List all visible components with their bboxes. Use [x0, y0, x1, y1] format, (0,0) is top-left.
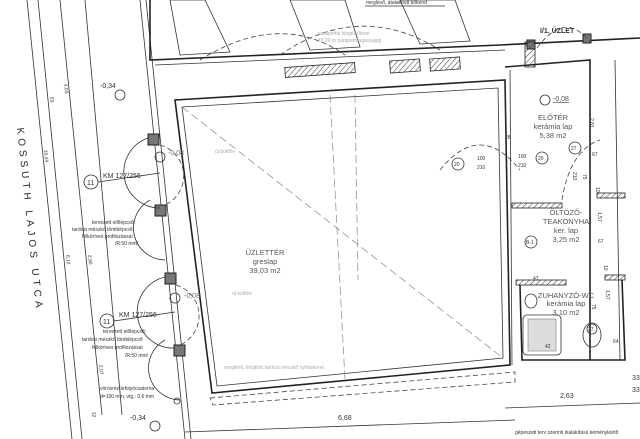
door-code-2: KM 127/256	[119, 312, 157, 319]
new-arch-label-2: új bolttöv	[232, 291, 253, 297]
level-outer-top: -0,34	[100, 83, 116, 90]
shop-name: ÜZLETTÉR	[246, 248, 285, 257]
dim-left-403: 4,03	[62, 84, 69, 95]
kitchen-name2: TEAKONYHA	[543, 217, 589, 226]
new-arch-label-1: új bolttöv	[215, 149, 236, 155]
wc-area: 3,10 m2	[552, 308, 579, 317]
gutter-note-2: d=100 mm, vtg.: 0,6 mm	[100, 394, 154, 400]
dim-67a: 67	[592, 152, 598, 158]
tag-w27: 27	[588, 327, 594, 333]
dim-left-290: 2,90	[86, 255, 93, 266]
upper-structures	[149, 0, 640, 78]
dim-bottom-668: 6,68	[338, 415, 352, 422]
wc-floor: kerámia lap	[547, 299, 586, 308]
lobby-floor: kerámia lap	[534, 122, 573, 131]
tag-29: 29	[538, 156, 544, 162]
tag-20: 20	[454, 162, 460, 168]
step-note-line: félköríves profilozással	[92, 345, 143, 351]
door-tag-2-text: 11	[103, 319, 110, 326]
tag-b1: B-1	[526, 240, 534, 246]
dim-w75: 75	[590, 304, 596, 310]
dim-door-h2: 210	[518, 163, 527, 169]
parapet-note-1: parapetfal kiegészítése	[318, 31, 370, 37]
kitchen-area: 3,25 m2	[552, 235, 579, 244]
street-name: KOSSUTH LAJOS UTCA	[14, 127, 44, 312]
dim-75a: 75	[581, 174, 587, 180]
step-note-line: tardosi mészkő tömblépcső	[72, 227, 133, 233]
lobby-area: 5,38 m2	[539, 131, 566, 140]
chimney-note: gépészeti terv szerinti kialakítású kémé…	[515, 430, 619, 436]
door-tag-1-text: 11	[87, 180, 94, 187]
parapet-note-2: ±0,90 m parapetmagasságig	[318, 38, 382, 44]
top-note: meglévő, átalakított kőkeret	[366, 0, 428, 6]
dim-10a: 10	[594, 187, 600, 193]
level-door-1: -0,08	[168, 150, 184, 157]
level-door-2: -0,08	[184, 293, 200, 300]
dim-281: 2,81	[588, 118, 594, 128]
dim-right-33a: 33	[632, 375, 640, 382]
kitchen-name: ÖLTÖZŐ-	[550, 208, 583, 217]
step-note-line: félköríves profilozással	[82, 234, 133, 240]
dim-k10: 10	[602, 265, 608, 271]
dim-door-w2: 100	[518, 154, 527, 160]
lobby-name: ELŐTÉR	[538, 113, 569, 122]
wc-name: ZUHANYZÓ-WC	[538, 291, 595, 300]
dim-door-h1: 210	[477, 165, 486, 171]
step-note-line: /R:50 mm/	[125, 353, 149, 359]
frame-note: meglévő, felújított tardosi mészkő nyílá…	[224, 365, 324, 371]
step-note-line: /R:50 mm/	[115, 241, 139, 247]
tag-27: 27	[571, 146, 577, 152]
kitchen-floor: ker. lap	[554, 226, 578, 235]
door-code-1: KM 127/256	[103, 173, 141, 180]
dim-w64: 64	[613, 339, 619, 345]
dim-28: 28	[505, 135, 511, 141]
step-note-2: tervezett előlépcső: tardosi mészkő tömb…	[82, 329, 149, 359]
dim-door-w1: 100	[477, 156, 486, 162]
shop-floor: greslap	[253, 257, 278, 266]
dim-w42: 42	[545, 344, 551, 350]
dim-k47: 47	[533, 276, 539, 282]
dim-left-53: 53	[48, 97, 55, 103]
dim-left-207: 2,07	[97, 365, 104, 376]
gutter-note-1: vörösréz lefolyócsatorna	[100, 386, 154, 392]
service-rooms	[439, 41, 626, 366]
lobby-level: -0,08	[553, 96, 569, 103]
dim-210: 210	[571, 172, 577, 181]
street-lines	[26, 0, 192, 439]
dim-k67: 67	[598, 239, 604, 245]
dim-bottom-263: 2,63	[560, 393, 574, 400]
dim-left-612: 6,12	[64, 255, 71, 266]
dim-k157: 1,57	[596, 212, 602, 222]
shop-area: 39,03 m2	[249, 266, 280, 275]
dim-w157: 1,57	[604, 290, 610, 300]
step-note-line: tardosi mészkő tömblépcső	[82, 337, 143, 343]
step-note-line: tervezett előlépcső:	[103, 329, 146, 335]
step-note-line: tervezett előlépcső:	[92, 220, 135, 226]
dim-right-33b: 33	[632, 387, 640, 394]
unit-label: I/1. ÜZLET	[540, 26, 575, 35]
dim-left-32: 32	[90, 412, 97, 418]
dim-left-1044: 10,44	[42, 150, 49, 163]
level-outer-bottom: -0,34	[130, 415, 146, 422]
facade-door-2	[136, 272, 200, 432]
shop-room	[174, 79, 516, 406]
step-note-1: tervezett előlépcső: tardosi mészkő tömb…	[72, 220, 139, 247]
